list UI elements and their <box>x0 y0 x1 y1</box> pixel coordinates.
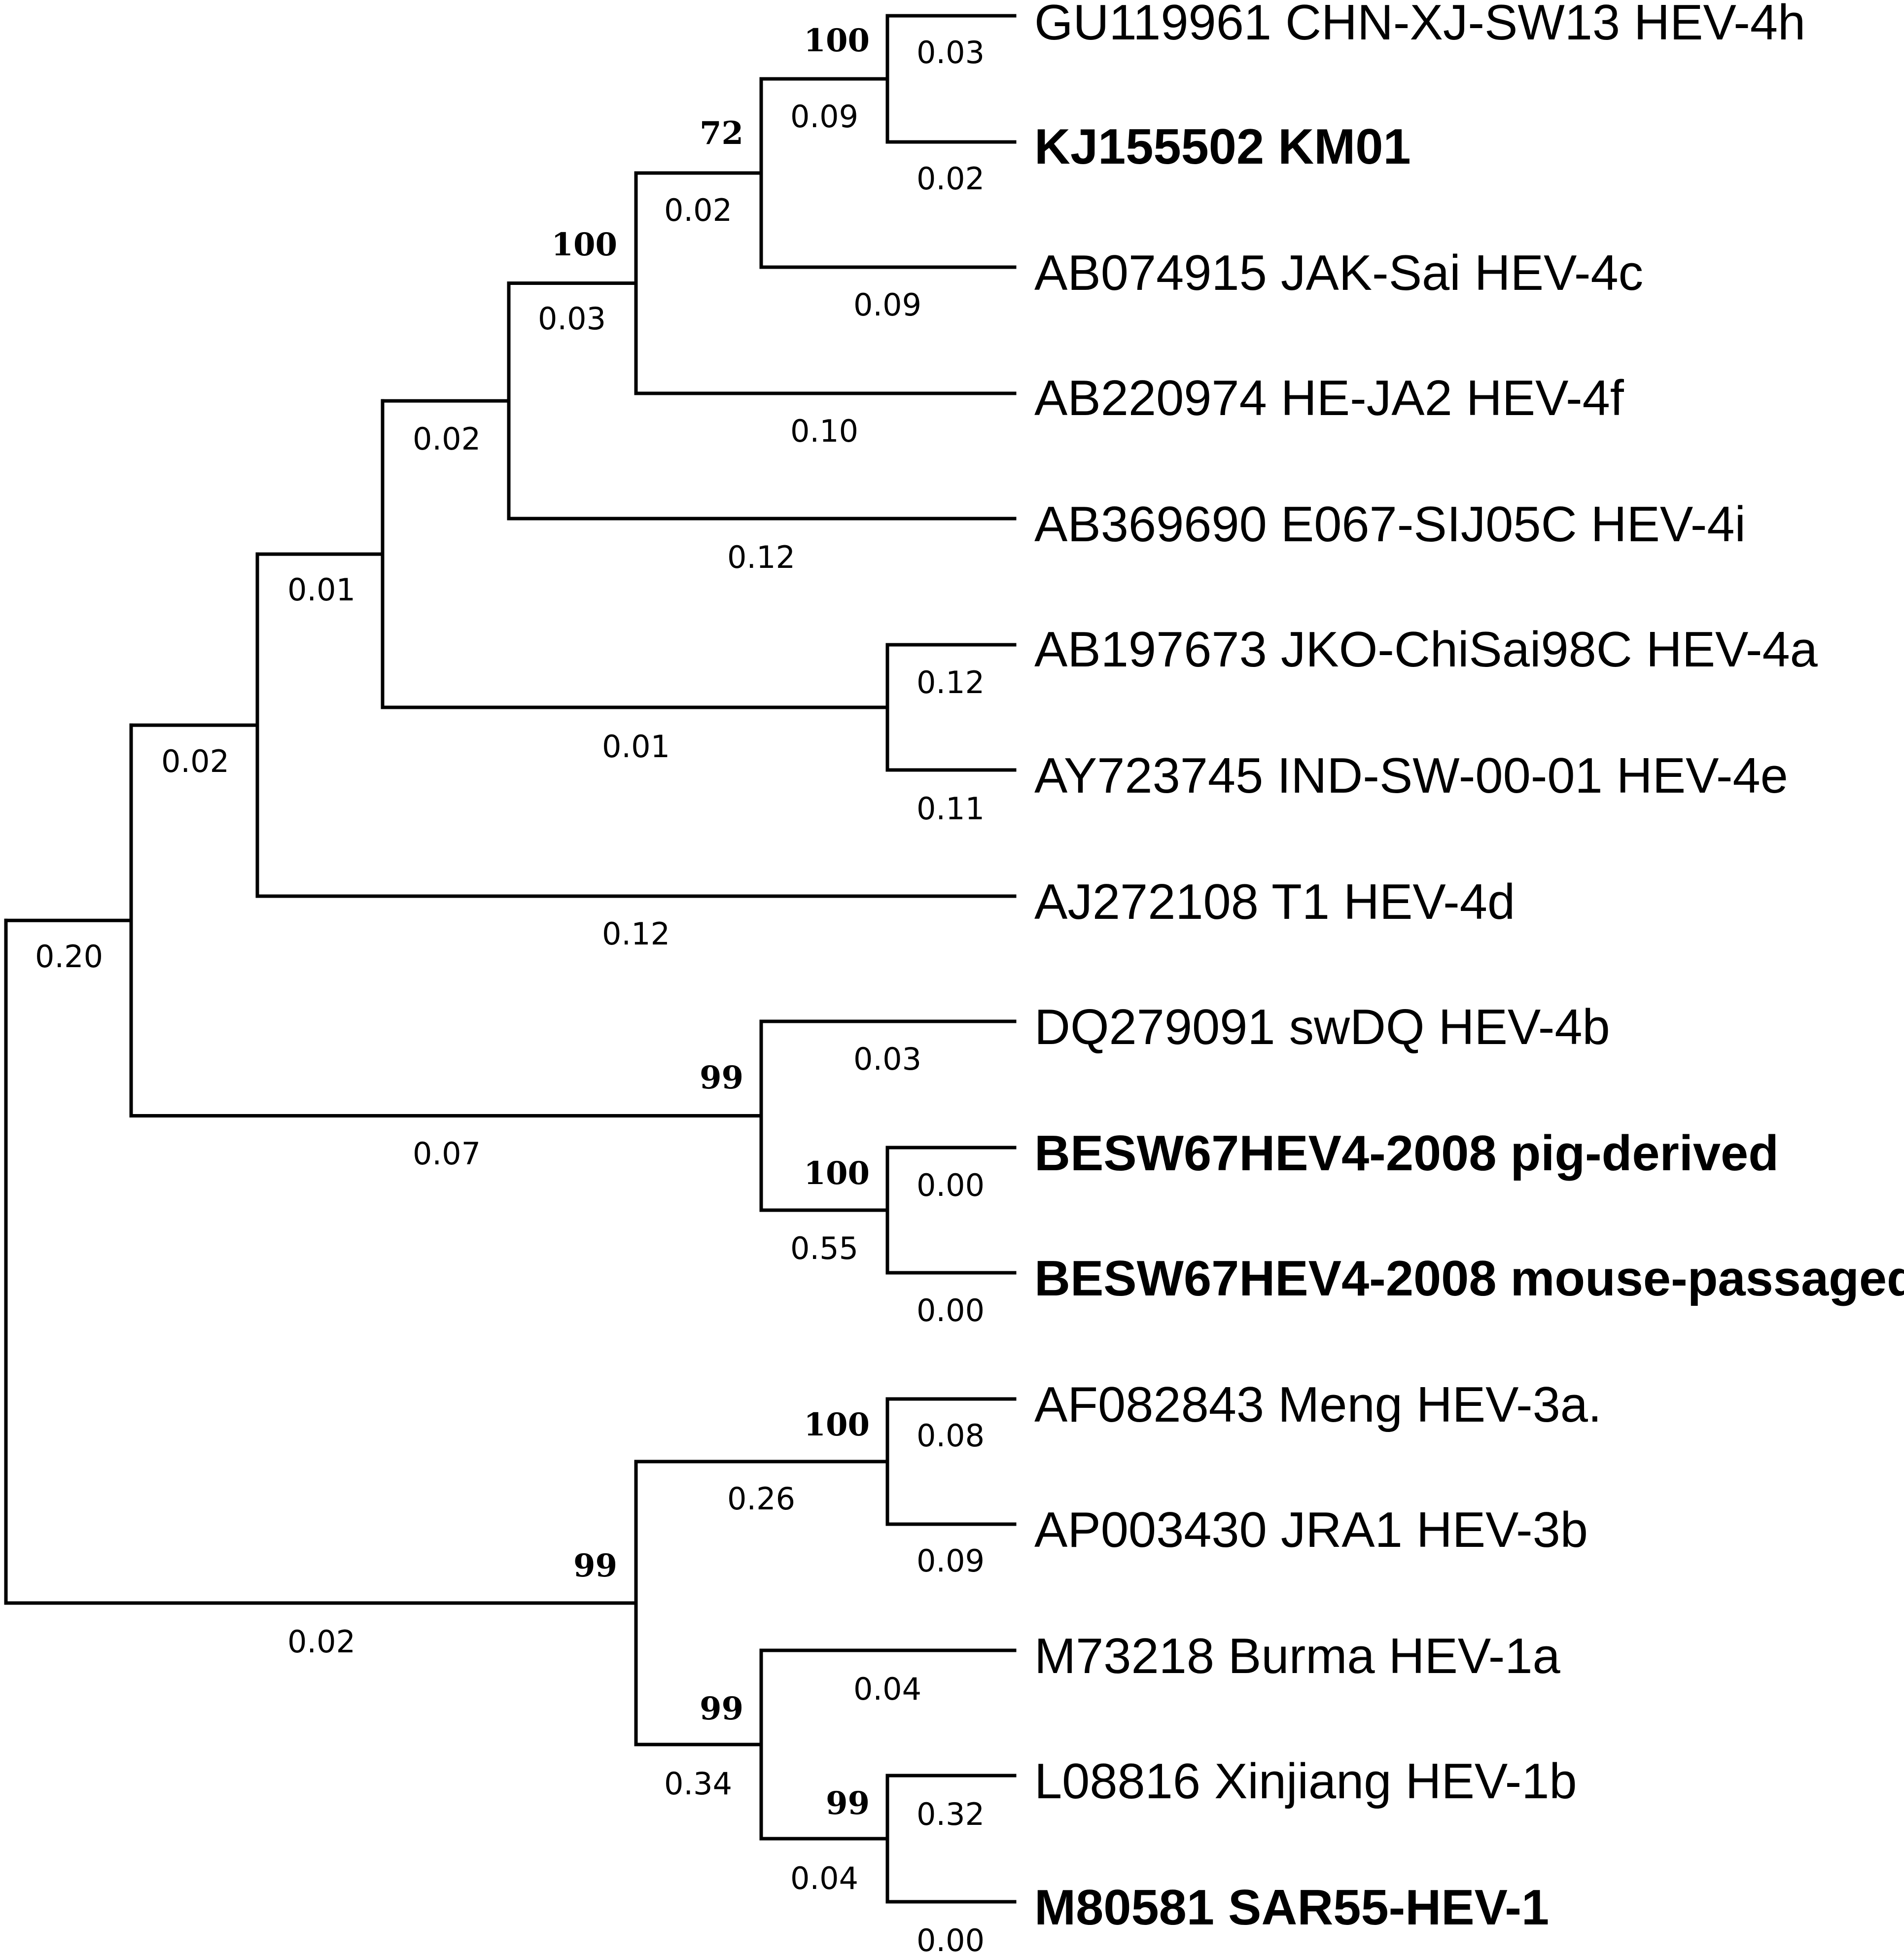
taxon-label-af082843: AF082843 Meng HEV-3a. <box>1034 1377 1602 1432</box>
branch-length-label: 0.02 <box>664 192 732 228</box>
branch-length-label: 0.04 <box>853 1671 921 1707</box>
bootstrap-label: 100 <box>804 1155 870 1192</box>
branch-length-label: 0.09 <box>853 287 921 323</box>
branch-length-label: 0.11 <box>917 791 985 827</box>
branch-length-label: 0.00 <box>917 1922 985 1955</box>
taxon-label-ay723745: AY723745 IND-SW-00-01 HEV-4e <box>1034 748 1788 803</box>
branch-length-label: 0.02 <box>161 743 229 779</box>
branch-length-label: 0.01 <box>287 572 355 608</box>
taxon-label-dq279091: DQ279091 swDQ HEV-4b <box>1034 1000 1610 1055</box>
taxon-label-besw67-pig-derived: BESW67HEV4-2008 pig-derived <box>1034 1126 1779 1181</box>
branch-length-label: 0.12 <box>727 539 795 575</box>
bootstrap-label: 99 <box>573 1547 617 1584</box>
branch-length-label: 0.02 <box>917 161 985 197</box>
taxon-label-ab220974: AB220974 HE-JA2 HEV-4f <box>1034 371 1624 426</box>
bootstrap-label: 100 <box>804 22 870 59</box>
taxon-label-ap003430: AP003430 JRA1 HEV-3b <box>1034 1502 1588 1558</box>
branch-length-label: 0.07 <box>413 1136 481 1172</box>
branch-length-label: 0.20 <box>35 939 103 975</box>
branch-length-label: 0.04 <box>790 1860 858 1896</box>
branch-length-label: 0.03 <box>917 35 985 70</box>
taxon-label-ab369690: AB369690 E067-SIJ05C HEV-4i <box>1034 497 1746 552</box>
bootstrap-label: 100 <box>551 226 617 263</box>
taxon-label-kj155502: KJ155502 KM01 <box>1034 119 1411 175</box>
branch-length-label: 0.01 <box>602 729 670 765</box>
taxon-label-aj272108: AJ272108 T1 HEV-4d <box>1034 874 1515 930</box>
taxon-label-m80581: M80581 SAR55-HEV-1 <box>1034 1880 1549 1935</box>
branch-length-label: 0.09 <box>917 1543 985 1579</box>
branch-length-label: 0.12 <box>917 664 985 700</box>
taxon-label-l08816: L08816 Xinjiang HEV-1b <box>1034 1754 1577 1809</box>
branch-length-label: 0.09 <box>790 99 858 135</box>
branch-length-label: 0.03 <box>853 1041 921 1077</box>
branch-length-label: 0.08 <box>917 1418 985 1454</box>
branch-length-label: 0.02 <box>413 421 481 457</box>
branch-length-label: 0.26 <box>727 1481 795 1517</box>
bootstrap-label: 99 <box>700 1690 743 1727</box>
branch-length-label: 0.10 <box>790 413 858 449</box>
bootstrap-label: 99 <box>700 1059 743 1096</box>
branch-length-label: 0.34 <box>664 1766 732 1802</box>
branch-length-label: 0.00 <box>917 1167 985 1203</box>
taxon-label-besw67-mouse-passaged: BESW67HEV4-2008 mouse-passaged <box>1034 1251 1904 1306</box>
bootstrap-label: 99 <box>826 1785 870 1822</box>
branch-length-label: 0.03 <box>538 301 606 337</box>
taxon-label-m73218: M73218 Burma HEV-1a <box>1034 1629 1560 1684</box>
branch-length-label: 0.00 <box>917 1292 985 1328</box>
branch-length-label: 0.32 <box>917 1796 985 1832</box>
branch-length-label: 0.55 <box>790 1230 858 1266</box>
bootstrap-label: 100 <box>804 1406 870 1443</box>
branch-length-label: 0.02 <box>287 1624 355 1660</box>
branch-length-label: 0.12 <box>602 916 670 952</box>
tree-branches <box>4 14 1017 1904</box>
bootstrap-label: 72 <box>700 115 743 152</box>
taxon-label-ab074915: AB074915 JAK-Sai HEV-4c <box>1034 245 1643 301</box>
taxon-label-ab197673: AB197673 JKO-ChiSai98C HEV-4a <box>1034 622 1818 677</box>
taxon-label-gu119961: GU119961 CHN-XJ-SW13 HEV-4h <box>1034 0 1805 50</box>
